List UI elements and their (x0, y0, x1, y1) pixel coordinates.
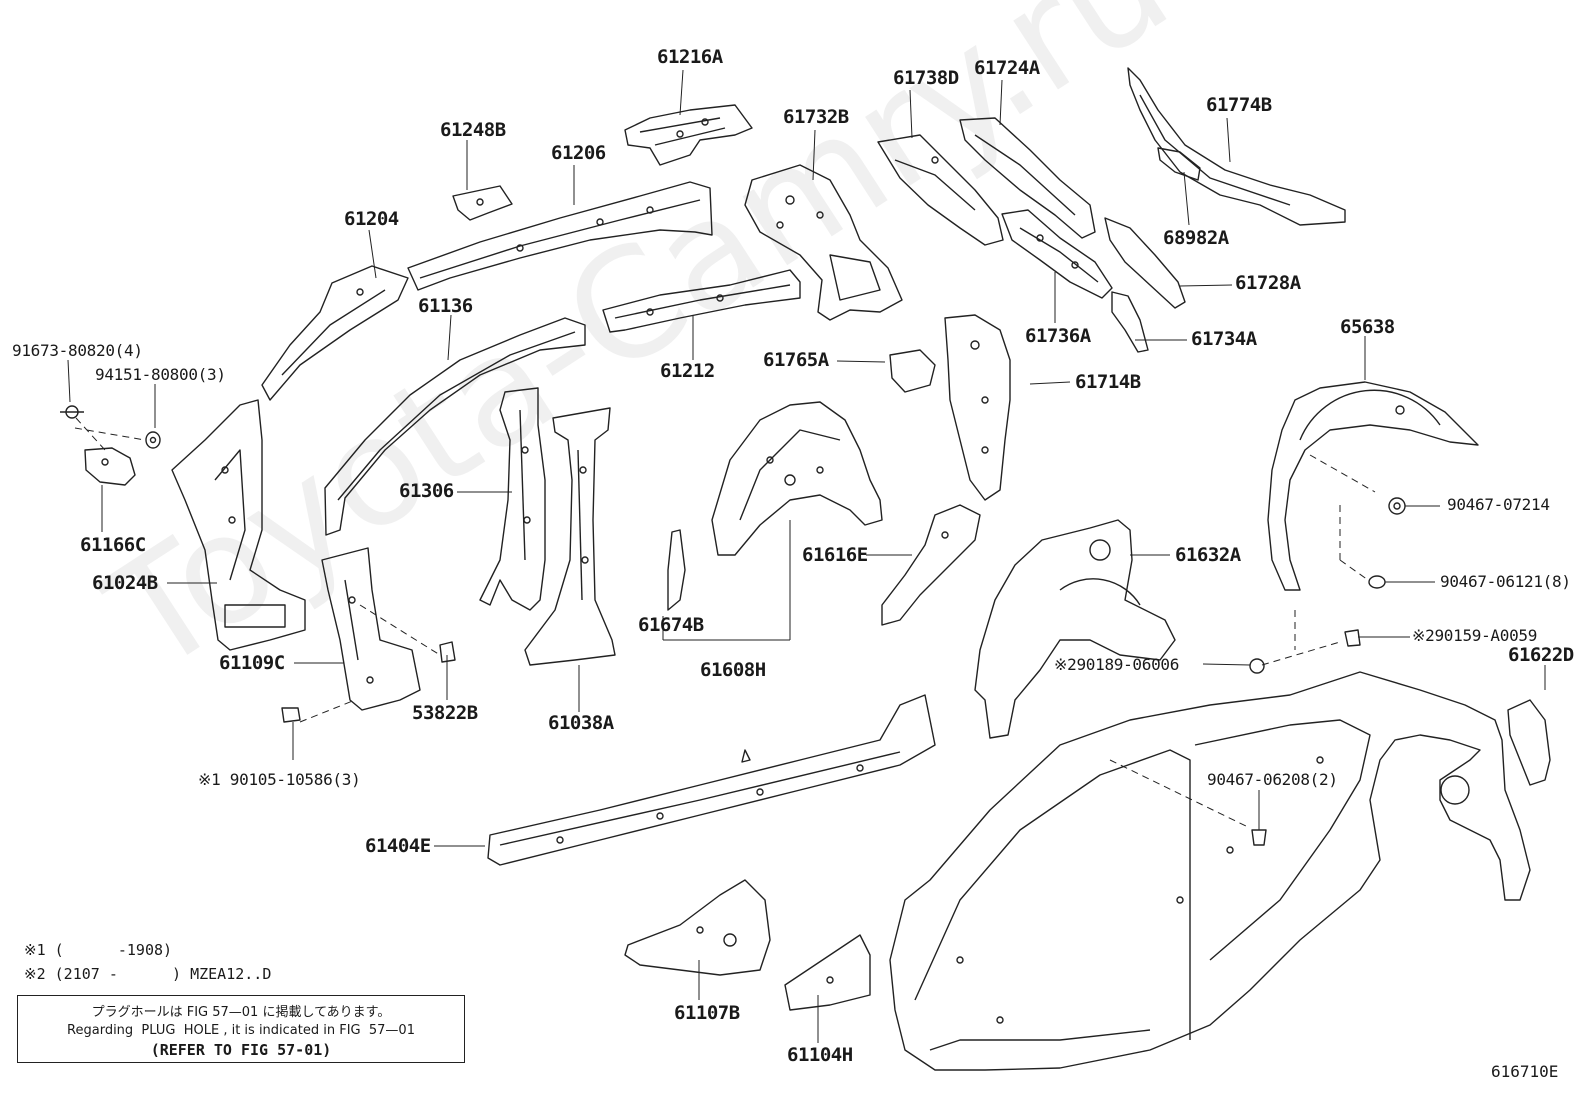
part-61736a-shape (1001, 209, 1113, 299)
label-61765a: 61765A (763, 349, 829, 371)
label-61732b: 61732B (783, 106, 849, 128)
part-61765a-shape (889, 349, 936, 393)
part-61622d-shape (1507, 699, 1551, 786)
label-61109c: 61109C (219, 652, 285, 674)
label-61608h: 61608H (700, 659, 766, 681)
label-61204: 61204 (344, 208, 399, 230)
leader-lines (67, 69, 1546, 1043)
part-side-outer-panel-shape (889, 671, 1531, 1071)
part-61674b-shape (667, 529, 686, 611)
label-61206: 61206 (551, 142, 606, 164)
label-94151-80800: 94151-80800(3) (95, 365, 226, 384)
bolt-90105-shape (281, 707, 301, 723)
label-61248b: 61248B (440, 119, 506, 141)
part-61212-shape (602, 269, 801, 333)
label-61212: 61212 (660, 360, 715, 382)
label-290189-06006: ※290189-06006 (1054, 655, 1180, 674)
part-61216a-shape (624, 104, 753, 166)
note-1: ※1 ( -1908) (24, 941, 173, 959)
part-61724a-shape (959, 117, 1096, 239)
part-61734a-shape (1111, 291, 1149, 353)
part-61038a-shape (524, 407, 616, 666)
label-90467-06208: 90467-06208(2) (1207, 770, 1338, 789)
label-61038a: 61038A (548, 712, 614, 734)
note-2: ※2 (2107 - ) MZEA12..D (24, 965, 272, 983)
label-90467-06121: 90467-06121(8) (1440, 572, 1571, 591)
label-61136: 61136 (418, 295, 473, 317)
applicability-notes: ※1 ( -1908) ※2 (2107 - ) MZEA12..D (24, 938, 271, 986)
label-61738d: 61738D (893, 67, 959, 89)
label-61622d: 61622D (1508, 644, 1574, 666)
part-65638-shape (1267, 381, 1479, 591)
part-61616e-shape (881, 504, 981, 626)
part-61774b-shape (1127, 67, 1346, 226)
label-61166c: 61166C (80, 534, 146, 556)
part-61404e-shape (487, 694, 936, 866)
part-61306-shape (479, 387, 546, 611)
label-61724a: 61724A (974, 57, 1040, 79)
label-90105-10586: ※1 90105-10586(3) (198, 770, 361, 789)
part-61107b-shape (624, 879, 771, 976)
label-90467-07214: 90467-07214 (1447, 495, 1550, 514)
part-61608h-shape (711, 401, 883, 556)
bolt-91673-shape (60, 405, 84, 419)
label-61734a: 61734A (1191, 328, 1257, 350)
label-61674b: 61674B (638, 614, 704, 636)
notice-japanese: プラグホールは FIG 57—01 に掲載してあります。 (91, 1005, 391, 1020)
label-61616e: 61616E (802, 544, 868, 566)
clip-90467-07214-shape (1388, 497, 1406, 515)
label-61104h: 61104H (787, 1044, 853, 1066)
label-61404e: 61404E (365, 835, 431, 857)
part-61166c-shape (84, 447, 136, 486)
label-65638: 65638 (1340, 316, 1395, 338)
part-61109c-shape (321, 547, 421, 711)
part-68982a-shape (1157, 147, 1201, 181)
label-61714b: 61714B (1075, 371, 1141, 393)
part-61024b-shape (171, 399, 306, 651)
part-61248b-shape (452, 185, 513, 221)
label-68982a: 68982A (1163, 227, 1229, 249)
part-53822b-shape (439, 641, 456, 663)
label-61306: 61306 (399, 480, 454, 502)
label-61728a: 61728A (1235, 272, 1301, 294)
label-61774b: 61774B (1206, 94, 1272, 116)
part-61206-shape (407, 181, 713, 291)
part-61714b-shape (944, 314, 1011, 501)
part-61104h-shape (784, 934, 871, 1011)
clip-290159-shape (1344, 629, 1361, 647)
part-61728a-shape (1104, 217, 1186, 309)
label-91673-80820: 91673-80820(4) (12, 341, 143, 360)
label-61736a: 61736A (1025, 325, 1091, 347)
part-61738d-shape (877, 134, 1004, 246)
label-61216a: 61216A (657, 46, 723, 68)
nut-94151-shape (145, 431, 161, 449)
clip-290189-shape (1249, 658, 1265, 674)
part-61632a-shape (974, 519, 1176, 739)
label-61107b: 61107B (674, 1002, 740, 1024)
label-61024b: 61024B (92, 572, 158, 594)
part-61732b-shape (744, 164, 903, 321)
label-290159-a0059: ※290159-A0059 (1412, 626, 1538, 645)
plug-hole-notice: プラグホールは FIG 57—01 に掲載してあります。 Regarding P… (17, 995, 465, 1063)
label-53822b: 53822B (412, 702, 478, 724)
dashed-guides (74, 417, 1376, 829)
clip-90467-06121-shape (1368, 575, 1386, 589)
clip-90467-06208-shape (1251, 829, 1267, 846)
label-61632a: 61632A (1175, 544, 1241, 566)
figure-id: 616710E (1491, 1062, 1559, 1081)
part-61204-shape (261, 265, 409, 401)
part-61136-shape (324, 317, 586, 536)
notice-refer: (REFER TO FIG 57-01) (150, 1041, 332, 1059)
notice-english: Regarding PLUG HOLE , it is indicated in… (67, 1023, 415, 1038)
